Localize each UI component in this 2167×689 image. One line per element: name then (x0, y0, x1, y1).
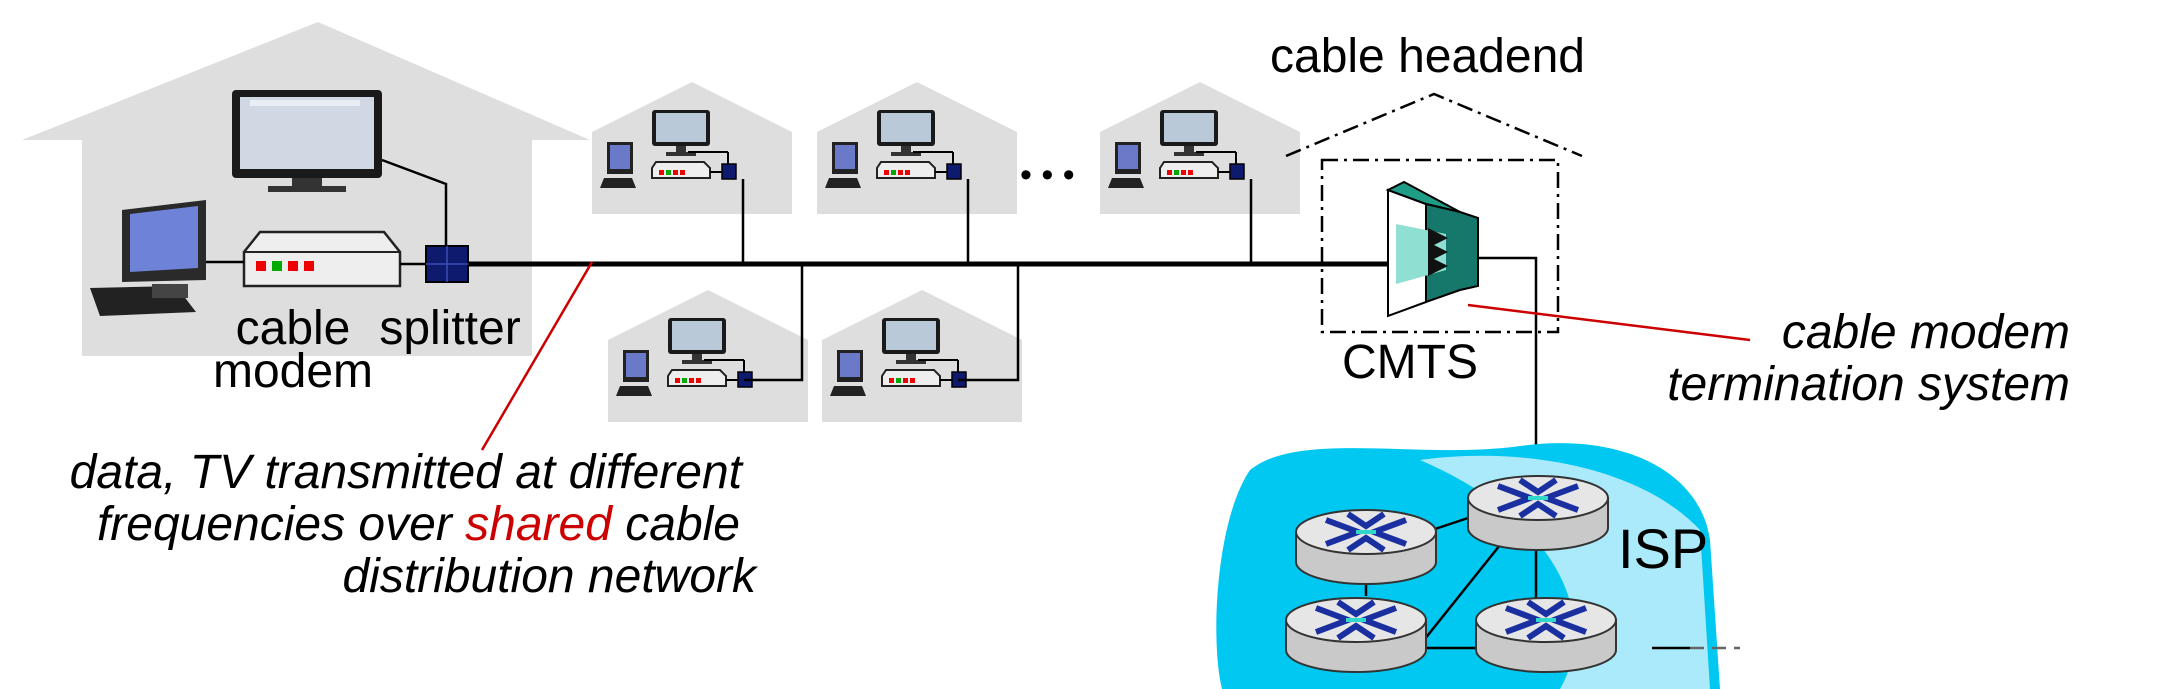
headend-building (1285, 92, 1583, 334)
cable-headend-label: cable headend (1270, 30, 1585, 83)
neighbor-house-1 (591, 81, 793, 215)
neighbor-house-5 (821, 289, 1023, 423)
cmts-description: cable modem (1782, 306, 2070, 359)
cmts-callout-line (1467, 303, 1751, 342)
cmts-icon (1385, 180, 1479, 318)
cmts-to-isp-link (1478, 256, 1538, 446)
neighbor-house-3 (1099, 81, 1301, 215)
caption-line-1: data, TV transmitted at different (70, 446, 744, 499)
router-icon (1468, 476, 1608, 550)
neighbor-house-2 (816, 81, 1018, 215)
shared-highlight: shared (465, 498, 613, 551)
neighbor-house-4 (607, 289, 809, 423)
splitter-label: splitter (379, 302, 520, 355)
cable-modem-label-2: modem (213, 345, 373, 398)
caption-line-3: distribution network (342, 550, 759, 603)
caption-line-2-pre: frequencies over (97, 498, 465, 551)
cmts-description-2: termination system (1667, 358, 2070, 411)
desktop-computer-icon (90, 200, 206, 316)
more-homes-ellipsis: • • • (1020, 156, 1075, 194)
drop-lines (741, 179, 1253, 382)
router-icon (1476, 598, 1616, 672)
caption-line-2-post: cable (612, 498, 740, 551)
router-icon (1296, 510, 1436, 584)
home-wiring (206, 158, 448, 266)
cable-modem-icon (242, 230, 402, 288)
splitter-box (425, 245, 469, 283)
router-icon (1286, 598, 1426, 672)
caption-line-2: frequencies over shared cable (97, 498, 740, 551)
cmts-label: CMTS (1342, 336, 1478, 389)
cable-modem-label: cable (236, 302, 351, 355)
isp-label: ISP (1618, 517, 1708, 580)
cable-callout-line (480, 261, 594, 451)
television-icon (232, 90, 382, 192)
